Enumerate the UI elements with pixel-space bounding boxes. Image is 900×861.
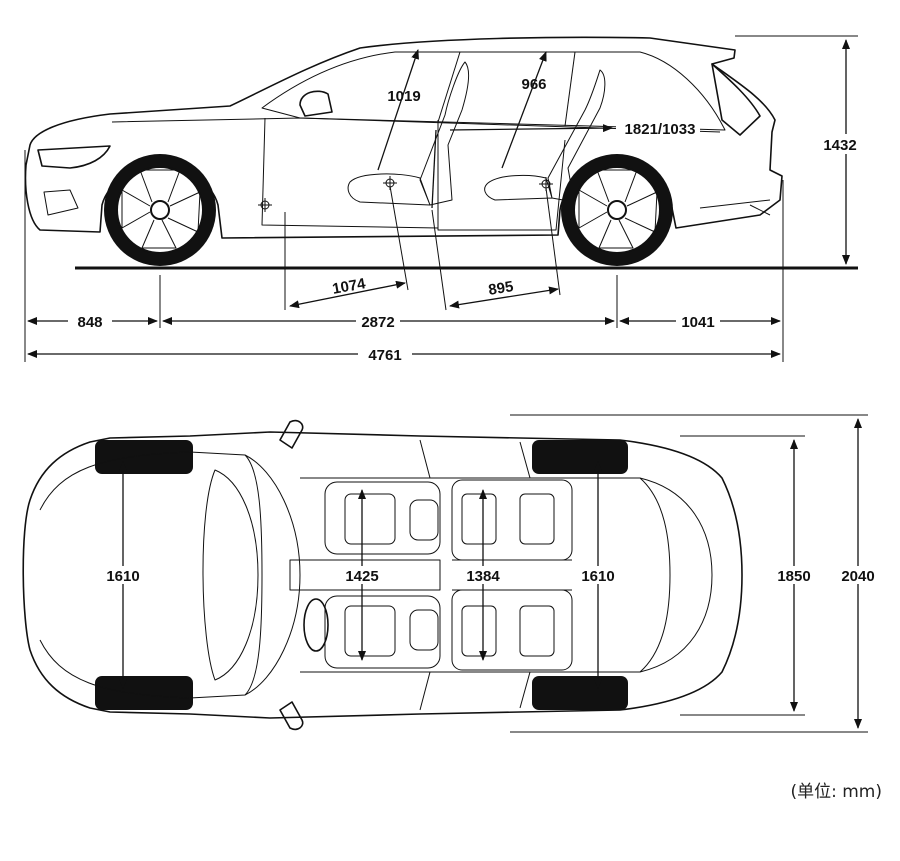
rear-seat <box>484 69 606 203</box>
tire-front-right <box>95 676 193 710</box>
car-body-top <box>22 431 743 719</box>
unit-note: (单位: mm) <box>790 782 882 802</box>
legroom-rear-label: 895 <box>487 278 514 299</box>
steering-wheel <box>303 598 329 652</box>
wheelbase-label: 2872 <box>361 314 394 331</box>
front-seats-top <box>324 481 441 669</box>
mirror <box>299 90 333 117</box>
front-overhang-label: 848 <box>77 314 102 331</box>
front-seat <box>347 61 470 206</box>
shoulder-front-label: 1425 <box>345 568 378 585</box>
headroom-rear-label: 966 <box>521 76 546 93</box>
front-wheel <box>104 154 216 266</box>
width-label: 1850 <box>777 568 810 585</box>
width-mirrors-label: 2040 <box>841 568 874 585</box>
legroom-front-label: 1074 <box>331 275 367 298</box>
side-view: 1019 966 1821/1033 1432 1074 895 848 287… <box>24 35 865 364</box>
headroom-front-label: 1019 <box>387 88 420 105</box>
shoulder-label: 1821/1033 <box>625 121 696 138</box>
taillight <box>711 63 761 136</box>
rear-wheel <box>561 154 673 266</box>
headlight <box>37 145 111 169</box>
front-door <box>261 117 439 229</box>
mirror-top-left <box>279 419 304 449</box>
track-rear-label: 1610 <box>581 568 614 585</box>
length-label: 4761 <box>368 347 401 364</box>
shoulder-rear-label: 1384 <box>466 568 500 585</box>
window-line <box>261 51 726 131</box>
tire-rear-left <box>532 440 628 474</box>
tire-front-left <box>95 440 193 474</box>
rear-door <box>437 120 566 231</box>
top-view: 1610 1425 1384 1610 1850 2040 <box>22 414 884 733</box>
rear-overhang-label: 1041 <box>681 314 714 331</box>
tire-rear-right <box>532 676 628 710</box>
mirror-top-right <box>279 701 304 731</box>
windshield <box>244 454 301 696</box>
height-label: 1432 <box>823 137 856 154</box>
track-front-label: 1610 <box>106 568 139 585</box>
roof <box>300 477 671 673</box>
